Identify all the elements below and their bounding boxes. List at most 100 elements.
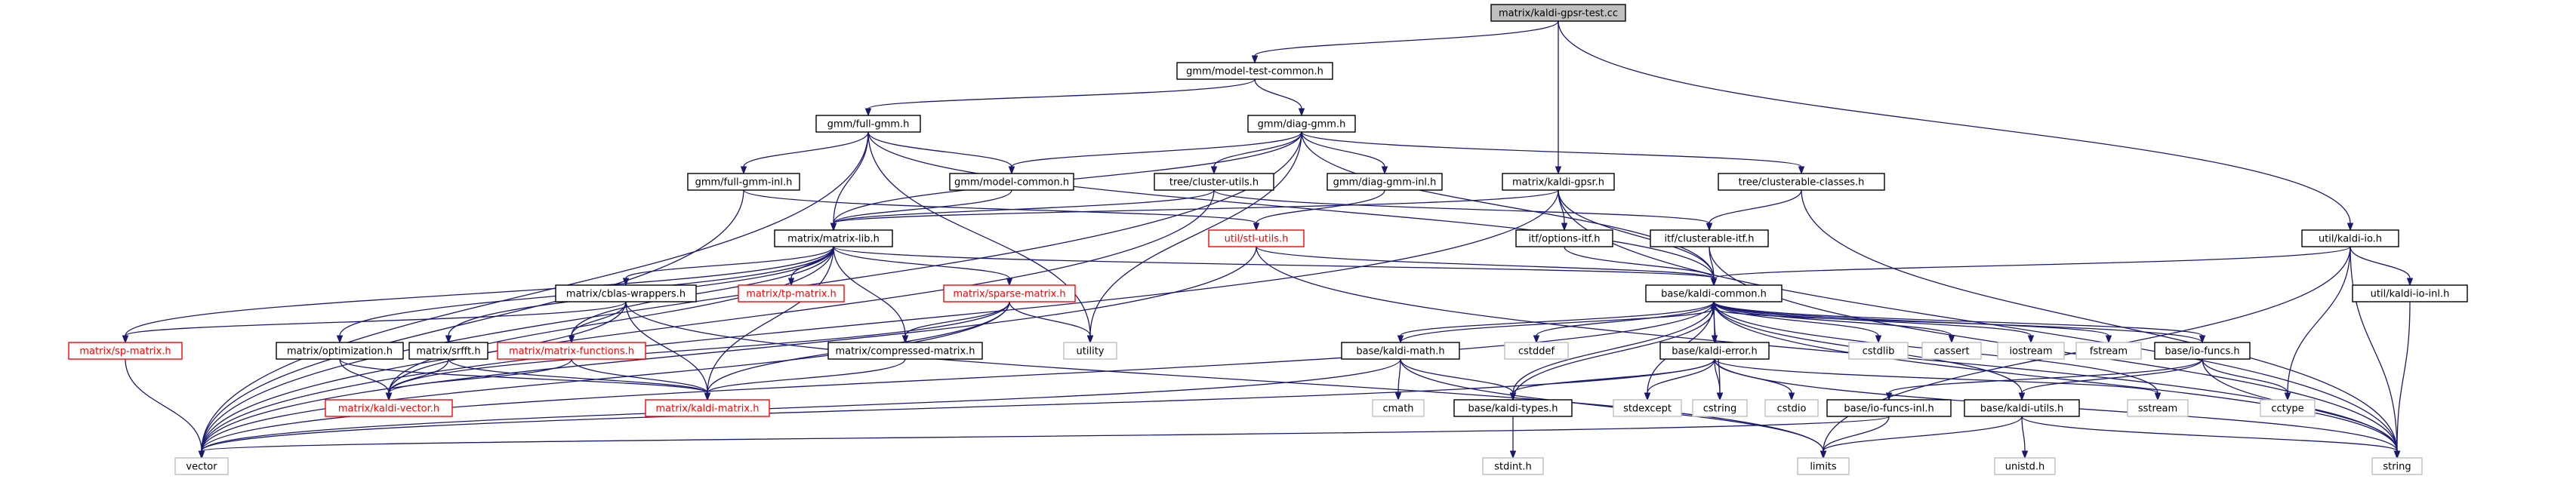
node-label: sstream: [2138, 404, 2177, 415]
node-label: unistd.h: [2005, 462, 2045, 473]
node-vector: vector: [174, 457, 229, 475]
node-label: matrix/kaldi-matrix.h: [656, 404, 760, 415]
node-cblas-wrappers[interactable]: matrix/cblas-wrappers.h: [555, 284, 697, 302]
node-kaldi-common[interactable]: base/kaldi-common.h: [1645, 284, 1783, 302]
node-kaldi-gpsr[interactable]: matrix/kaldi-gpsr.h: [1502, 173, 1615, 191]
node-label: base/kaldi-math.h: [1356, 346, 1444, 358]
edge-kaldi_gpsr-to-matrix_lib: [830, 189, 1559, 232]
node-srfft[interactable]: matrix/srfft.h: [408, 342, 488, 360]
edge-diag_gmm-to-model_common: [1008, 131, 1302, 175]
edge-options_itf-to-kaldi_common: [1564, 246, 1718, 287]
node-kaldi-math[interactable]: base/kaldi-math.h: [1341, 342, 1460, 360]
node-diag-gmm[interactable]: gmm/diag-gmm.h: [1247, 115, 1356, 133]
node-label: gmm/full-gmm-inl.h: [695, 177, 793, 189]
node-optimization[interactable]: matrix/optimization.h: [276, 342, 404, 360]
node-kaldi-types[interactable]: base/kaldi-types.h: [1453, 399, 1573, 417]
node-kaldi-matrix[interactable]: matrix/kaldi-matrix.h: [645, 399, 770, 417]
node-label: util/stl-utils.h: [1225, 234, 1289, 245]
node-matrix-lib[interactable]: matrix/matrix-lib.h: [774, 229, 893, 247]
edge-matrix_lib-to-sp_matrix: [122, 246, 834, 344]
node-kaldi-error[interactable]: base/kaldi-error.h: [1659, 342, 1770, 360]
edge-kaldi_types-to-kaldi_common: [1512, 300, 1718, 401]
node-full-gmm-inl[interactable]: gmm/full-gmm-inl.h: [687, 173, 800, 191]
node-label: util/kaldi-io-inl.h: [2371, 289, 2450, 300]
node-options-itf[interactable]: itf/options-itf.h: [1515, 229, 1613, 247]
node-full-gmm[interactable]: gmm/full-gmm.h: [815, 115, 921, 133]
node-kaldi-io[interactable]: util/kaldi-io.h: [2301, 229, 2399, 247]
node-model-test-common[interactable]: gmm/model-test-common.h: [1176, 62, 1333, 80]
node-cluster-utils[interactable]: tree/cluster-utils.h: [1154, 173, 1274, 191]
node-io-funcs-inl[interactable]: base/io-funcs-inl.h: [1826, 399, 1952, 417]
edge-kaldi_utils-to-limits: [1820, 416, 2023, 459]
edge-kaldi_common-to-kaldi_math: [1397, 301, 1715, 344]
node-label: cstdlib: [1863, 346, 1895, 358]
node-cmath: cmath: [1372, 399, 1425, 417]
graph-edges: [122, 20, 2414, 459]
node-matrix-functions[interactable]: matrix/matrix-functions.h: [497, 342, 646, 360]
edge-optimization-to-kaldi_vector: [339, 358, 393, 401]
node-label: utility: [1077, 346, 1105, 358]
node-sp-matrix[interactable]: matrix/sp-matrix.h: [68, 342, 183, 360]
node-label: stdint.h: [1494, 462, 1531, 473]
node-label: matrix/optimization.h: [287, 346, 393, 358]
edge-diag_gmm-to-clusterable_classes: [1301, 131, 1805, 175]
node-label: fstream: [2090, 346, 2128, 358]
edge-diag_gmm-to-cluster_utils: [1210, 131, 1302, 175]
edge-kaldi_types-to-stdint: [1509, 416, 1517, 459]
node-label: gmm/diag-gmm.h: [1258, 119, 1346, 130]
node-diag-gmm-inl[interactable]: gmm/diag-gmm-inl.h: [1327, 173, 1443, 191]
node-model-common[interactable]: gmm/model-common.h: [949, 173, 1074, 191]
edge-kaldi_error-to-cstdio: [1714, 358, 1795, 401]
node-fstream: fstream: [2075, 342, 2142, 360]
node-label: cstddef: [1518, 346, 1555, 358]
node-label: matrix/sp-matrix.h: [79, 346, 171, 358]
node-kaldi-utils[interactable]: base/kaldi-utils.h: [1964, 399, 2080, 417]
node-clusterable-itf[interactable]: itf/clusterable-itf.h: [1650, 229, 1769, 247]
node-kaldi-io-inl[interactable]: util/kaldi-io-inl.h: [2352, 284, 2468, 302]
edge-cblas_wrappers-to-sp_matrix: [122, 301, 627, 344]
node-utility: utility: [1063, 342, 1117, 360]
edge-kaldi_common-to-cstdlib: [1713, 301, 1882, 344]
node-label: cmath: [1382, 404, 1413, 415]
node-label: cstring: [1703, 404, 1736, 415]
edge-kaldi_common-to-cassert: [1713, 301, 1955, 344]
node-label: base/io-funcs-inl.h: [1844, 404, 1934, 415]
node-sparse-matrix[interactable]: matrix/sparse-matrix.h: [943, 284, 1076, 302]
node-label: gmm/model-test-common.h: [1186, 66, 1323, 78]
node-clusterable-classes[interactable]: tree/clusterable-classes.h: [1718, 173, 1885, 191]
node-label: matrix/compressed-matrix.h: [835, 346, 975, 358]
node-label: itf/clusterable-itf.h: [1664, 234, 1754, 245]
edge-clusterable_classes-to-clusterable_itf: [1706, 189, 1802, 232]
node-cctype: cctype: [2260, 399, 2316, 417]
node-label: matrix/cblas-wrappers.h: [566, 289, 686, 300]
edge-kaldi_utils-to-string: [2021, 416, 2401, 459]
edge-kaldi_common-to-iostream: [1713, 301, 2035, 344]
graph-nodes: matrix/kaldi-gpsr-test.ccgmm/model-test-…: [68, 4, 2468, 475]
node-label: matrix/matrix-lib.h: [787, 234, 880, 245]
node-compressed-matrix[interactable]: matrix/compressed-matrix.h: [827, 342, 983, 360]
node-stdexcept: stdexcept: [1613, 399, 1682, 417]
edge-cluster_utils-to-clusterable_itf: [1213, 189, 1713, 232]
node-stdint: stdint.h: [1482, 457, 1544, 475]
node-label: cstdio: [1777, 404, 1807, 415]
node-label: matrix/srfft.h: [416, 346, 480, 358]
edge-sp_matrix-to-vector: [125, 358, 205, 459]
node-label: matrix/sparse-matrix.h: [953, 289, 1065, 300]
node-label: tree/cluster-utils.h: [1169, 177, 1259, 189]
node-limits: limits: [1797, 457, 1850, 475]
node-label: matrix/tp-matrix.h: [746, 289, 837, 300]
node-tp-matrix[interactable]: matrix/tp-matrix.h: [738, 284, 845, 302]
node-label: base/kaldi-common.h: [1661, 289, 1767, 300]
edge-root-to-kaldi_gpsr: [1555, 20, 1562, 175]
edge-kaldi_common-to-string: [1713, 301, 2401, 459]
node-kaldi-vector[interactable]: matrix/kaldi-vector.h: [325, 399, 453, 417]
node-label: base/kaldi-utils.h: [1980, 404, 2064, 415]
node-label: cassert: [1934, 346, 1969, 358]
edge-kaldi_io-to-kaldi_common: [1710, 246, 2351, 287]
node-io-funcs[interactable]: base/io-funcs.h: [2154, 342, 2251, 360]
edge-sparse_matrix-to-utility: [1009, 301, 1094, 344]
node-cstddef: cstddef: [1504, 342, 1569, 360]
node-stl-utils[interactable]: util/stl-utils.h: [1208, 229, 1305, 247]
edge-kaldi_io-to-string: [2350, 246, 2401, 459]
